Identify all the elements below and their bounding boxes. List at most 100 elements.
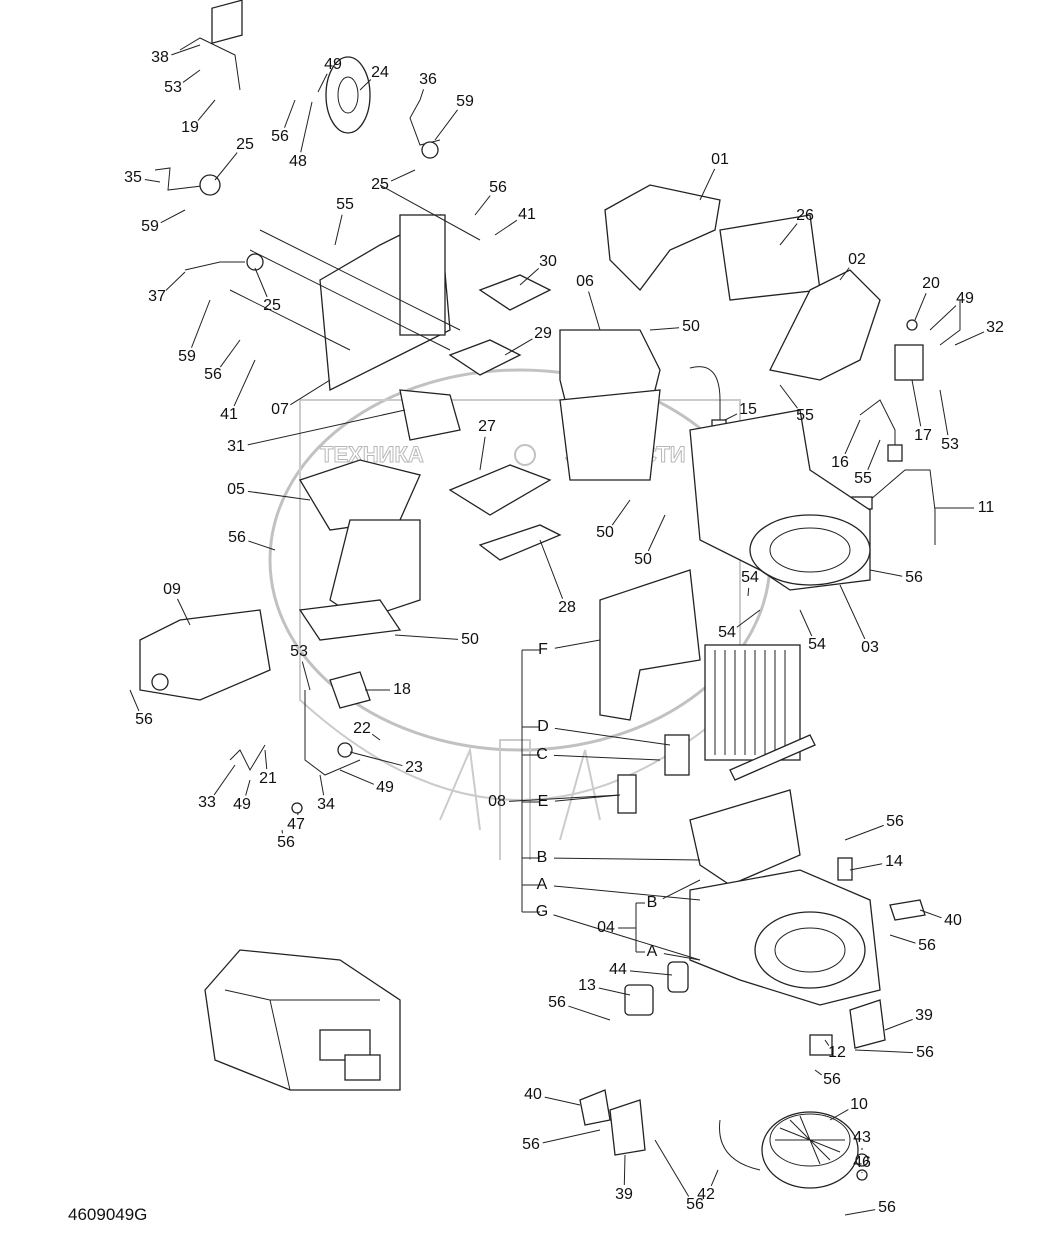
callout-56: 56 [489,179,507,196]
leader-line [736,609,761,628]
leader-line [284,99,296,128]
filter-27 [448,464,552,516]
callout-59: 59 [456,93,474,110]
callout-16: 16 [831,454,849,471]
callout-30: 30 [539,253,557,270]
leader-line [474,195,491,216]
actuator-17 [894,344,924,381]
callout-56: 56 [886,813,904,830]
callout-13: 13 [578,977,596,994]
leader-line [553,914,701,961]
callout-18: 18 [393,681,411,698]
callout-14: 14 [885,853,903,870]
callout-53: 53 [941,436,959,453]
leader-line [829,1109,849,1121]
callout-31: 31 [227,438,245,455]
plate-28 [478,524,562,561]
leader-line [371,733,381,741]
callout-42: 42 [697,1186,715,1203]
callout-53: 53 [290,643,308,660]
leader-line [710,1169,719,1187]
callout-56: 56 [522,1136,540,1153]
door-29 [448,339,522,376]
door-31 [399,389,461,441]
leader-line [254,267,268,298]
leader-line [508,794,621,802]
leader-line [779,384,798,409]
rod-34 [304,690,361,776]
callout-56: 56 [135,711,153,728]
leader-line [390,169,416,182]
leader-line [699,168,716,201]
callout-41: 41 [220,406,238,423]
leader-line [494,219,518,236]
callout-29: 29 [534,325,552,342]
callout-B: B [647,894,658,911]
leader-line [854,1049,914,1054]
callout-02: 02 [848,251,866,268]
actuator-18 [329,671,371,709]
leader-line [869,569,903,577]
leader-line [419,89,425,101]
leader-line [144,178,161,183]
leader-line [814,1069,822,1076]
leader-line [233,359,256,407]
bracket-39b [609,1099,646,1156]
callout-56: 56 [686,1196,704,1213]
leader-line [568,1005,611,1021]
leader-line [747,587,750,597]
leader-line [519,267,540,286]
leader-line [844,419,861,455]
callout-54: 54 [741,569,759,586]
rod-36 [409,99,441,146]
callout-36: 36 [419,71,437,88]
callout-06: 06 [576,273,594,290]
duct-02 [769,269,881,381]
panel-26 [719,214,821,301]
callout-15: 15 [739,401,757,418]
callout-47: 47 [287,816,305,833]
evaporator [704,644,801,761]
callout-12: 12 [828,1044,846,1061]
callout-03: 03 [861,639,879,656]
callout-50: 50 [596,524,614,541]
valve-D [664,734,690,776]
leader-line [359,79,372,91]
callout-56: 56 [916,1044,934,1061]
leader-line [317,73,328,93]
callout-C: C [536,746,548,763]
callout-48: 48 [289,153,307,170]
cover-B [689,789,801,886]
leader-line [182,69,201,83]
leader-line [300,101,313,153]
bracket-40b [579,1089,611,1126]
callout-22: 22 [353,720,371,737]
callout-24: 24 [371,64,389,81]
callout-41: 41 [518,206,536,223]
callout-56: 56 [271,128,289,145]
leader-line [884,1018,913,1031]
callout-56: 56 [277,834,295,851]
leader-line [799,609,813,637]
callout-50: 50 [461,631,479,648]
leader-line [319,774,325,796]
callout-04: 04 [597,919,615,936]
callout-43: 43 [853,1129,871,1146]
leader-line [213,764,236,796]
callout-B: B [537,849,548,866]
leader-line [889,934,916,944]
callout-17: 17 [914,427,932,444]
leader-line [844,1209,876,1216]
leader-line [939,389,949,436]
callout-49: 49 [956,290,974,307]
leader-line [171,44,201,56]
leader-line [214,152,238,181]
callout-A: A [537,876,548,893]
callout-07: 07 [271,401,289,418]
callout-59: 59 [141,218,159,235]
rod-33 [229,744,266,772]
leader-line [839,584,866,640]
callout-38: 38 [151,49,169,66]
callout-56: 56 [204,366,222,383]
leader-line [654,1139,690,1197]
